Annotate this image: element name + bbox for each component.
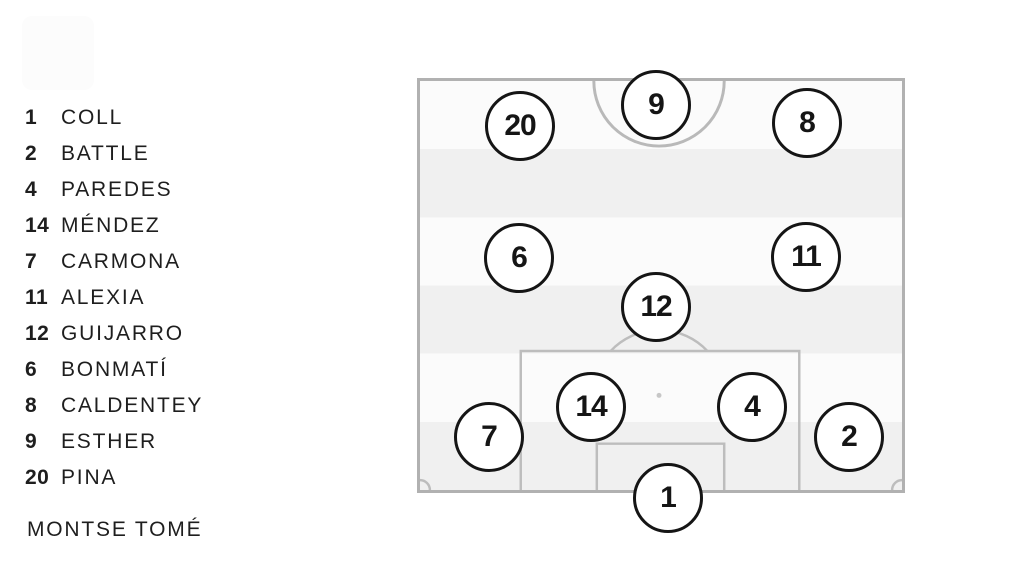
player-number: 14: [25, 214, 50, 237]
pitch-lines: [420, 81, 902, 490]
coach-name: MONTSE TOMÉ: [27, 518, 203, 541]
corner-arc-right: [890, 478, 902, 490]
player-name: GUIJARRO: [61, 322, 184, 345]
center-circle-arc: [592, 81, 726, 148]
player-name: COLL: [61, 106, 124, 129]
roster-row: 11 ALEXIA: [25, 280, 203, 316]
player-number: 11: [25, 286, 49, 309]
pitch-player-7: 7: [454, 402, 524, 472]
watermark-logo-icon: [22, 16, 94, 90]
pitch-player-4: 4: [717, 372, 787, 442]
roster-row: 14 MÉNDEZ: [25, 208, 203, 244]
goal-box: [595, 442, 726, 490]
roster-row: 1 COLL: [25, 100, 203, 136]
corner-arc-left: [420, 478, 432, 490]
player-name: CARMONA: [61, 250, 181, 273]
player-number: 4: [25, 178, 38, 201]
pitch-player-9: 9: [621, 70, 691, 140]
pitch-player-6: 6: [484, 223, 554, 293]
roster-row: 6 BONMATÍ: [25, 352, 203, 388]
player-name: PINA: [61, 466, 118, 489]
player-number: 9: [25, 430, 38, 453]
roster-row: 7 CARMONA: [25, 244, 203, 280]
roster-row: 4 PAREDES: [25, 172, 203, 208]
roster-row: 9 ESTHER: [25, 424, 203, 460]
roster-row: 12 GUIJARRO: [25, 316, 203, 352]
pitch-player-8: 8: [772, 88, 842, 158]
roster-row: 20 PINA: [25, 460, 203, 496]
player-number: 2: [25, 142, 38, 165]
player-number: 1: [25, 106, 38, 129]
player-number: 6: [25, 358, 38, 381]
pitch-player-1: 1: [633, 463, 703, 533]
roster-row: 2 BATTLE: [25, 136, 203, 172]
player-name: BATTLE: [61, 142, 150, 165]
player-number: 12: [25, 322, 50, 345]
pitch-player-2: 2: [814, 402, 884, 472]
player-number: 20: [25, 466, 50, 489]
pitch-player-11: 11: [771, 222, 841, 292]
player-name: ESTHER: [61, 430, 157, 453]
roster-row: 8 CALDENTEY: [25, 388, 203, 424]
penalty-spot: [656, 392, 662, 398]
player-number: 7: [25, 250, 38, 273]
pitch-player-20: 20: [485, 91, 555, 161]
pitch-player-14: 14: [556, 372, 626, 442]
player-number: 8: [25, 394, 38, 417]
player-name: ALEXIA: [61, 286, 146, 309]
player-name: PAREDES: [61, 178, 173, 201]
player-name: MÉNDEZ: [61, 214, 161, 237]
pitch: 20 9 8 6 11 12 14 4 7 2 1: [417, 70, 905, 533]
penalty-box: [519, 349, 801, 490]
player-name: BONMATÍ: [61, 358, 168, 381]
player-name: CALDENTEY: [61, 394, 204, 417]
roster-list: 1 COLL 2 BATTLE 4 PAREDES 14 MÉNDEZ 7 CA…: [25, 100, 203, 496]
pitch-player-12: 12: [621, 272, 691, 342]
